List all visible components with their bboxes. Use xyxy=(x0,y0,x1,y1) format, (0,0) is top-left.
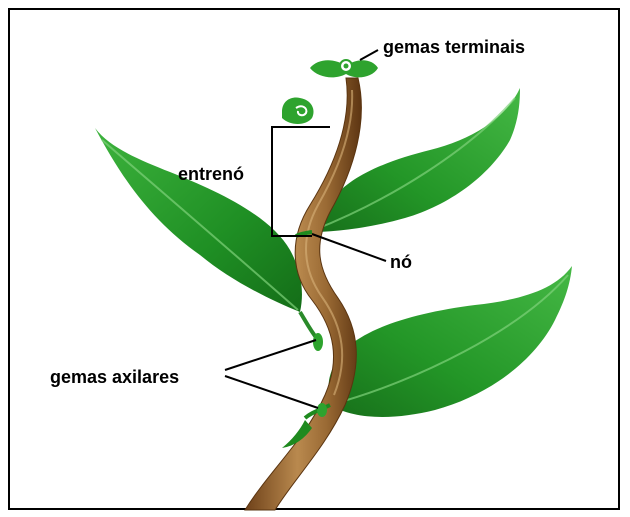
terminal-bud xyxy=(310,60,378,77)
axillary-leader-upper xyxy=(225,340,316,370)
node-leader xyxy=(312,234,386,261)
label-axillary-buds: gemas axilares xyxy=(50,367,179,387)
label-terminal-buds: gemas terminais xyxy=(383,37,525,57)
label-node: nó xyxy=(390,252,412,272)
leaf-left-upper xyxy=(95,128,318,340)
leaf-right-lower xyxy=(328,266,572,417)
terminal-bud-leader xyxy=(360,50,378,60)
label-internode: entrenó xyxy=(178,164,244,184)
axillary-bud-upper xyxy=(313,333,323,351)
axillary-bud-lower xyxy=(317,403,327,417)
axillary-leader-lower xyxy=(225,376,318,408)
curled-leaf xyxy=(282,98,314,124)
